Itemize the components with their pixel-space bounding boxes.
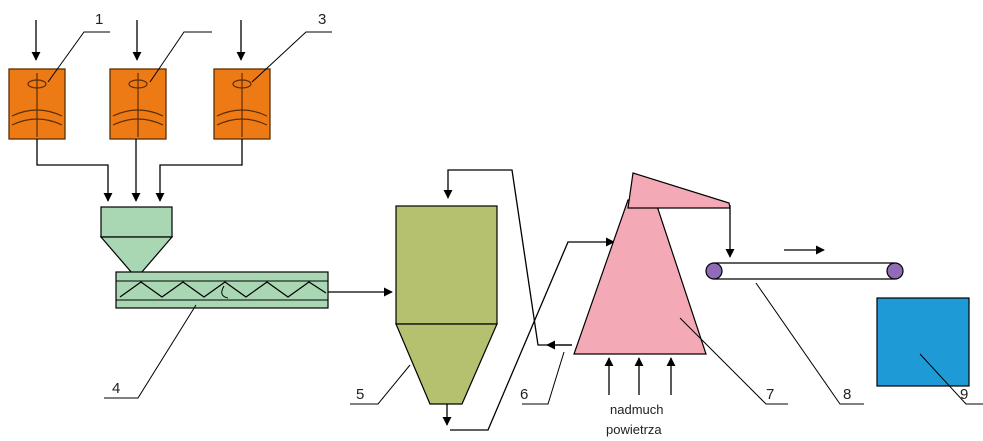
silo-to-dryer-line [442,237,615,431]
product-container [876,297,970,387]
label-4: 4 [112,380,120,397]
label-7: 7 [766,386,774,403]
hopper [99,206,174,274]
screw-conveyor [115,271,329,309]
feed-arrows [31,20,246,61]
label-3: 3 [318,11,326,28]
label-9: 9 [960,386,968,403]
air-label-line1: nadmuch [610,402,663,417]
silo [395,205,498,405]
leaders-top [47,31,332,83]
belt-conveyor [705,245,904,280]
air-arrows [604,357,676,395]
roller-left [705,262,723,280]
air-label-line2: powietrza [606,422,662,437]
mixer-3 [213,68,271,140]
label-8: 8 [843,386,851,403]
mixer-1 [8,68,66,140]
roller-right [886,262,904,280]
mixer-2 [109,68,167,140]
dryer [573,172,731,355]
label-1: 1 [95,11,103,28]
label-5: 5 [356,386,364,403]
label-6: 6 [520,386,528,403]
leaders-bottom [104,282,983,405]
mixer-to-hopper-lines [36,139,243,202]
recycle-line [443,169,572,350]
